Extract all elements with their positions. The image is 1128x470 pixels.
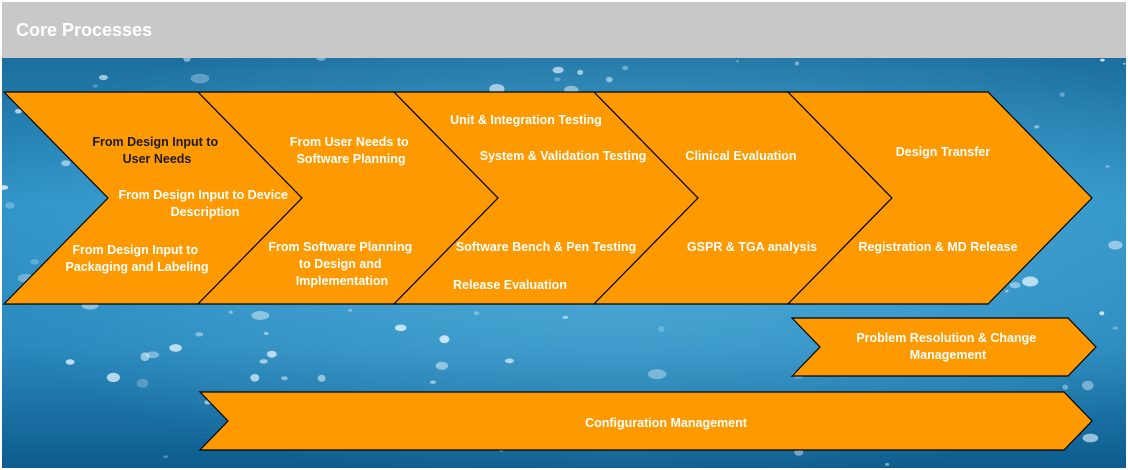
process-diagram: From Design Input to User Needs From Des… — [2, 58, 1126, 468]
label-system-validation-testing: System & Validation Testing — [480, 149, 646, 163]
water-sparkle — [489, 84, 505, 94]
water-sparkle — [316, 58, 326, 61]
water-sparkle — [263, 331, 269, 336]
water-sparkle — [98, 74, 108, 81]
water-sparkle — [1105, 165, 1110, 168]
water-sparkle — [65, 359, 75, 365]
label-gspr-tga-analysis: GSPR & TGA analysis — [687, 240, 817, 254]
label-unit-integration-testing: Unit & Integration Testing — [450, 113, 602, 127]
water-sparkle — [251, 311, 270, 320]
water-sparkle — [622, 65, 629, 71]
water-sparkle — [5, 202, 15, 209]
water-sparkle — [1022, 276, 1039, 287]
water-sparkle — [1100, 58, 1105, 62]
label-design-input-packaging-labeling: From Design Input to Packaging and Label… — [65, 243, 208, 274]
water-sparkle — [794, 61, 800, 66]
label-registration-md-release: Registration & MD Release — [858, 240, 1017, 254]
chevron-stage-5 — [786, 91, 1093, 305]
water-sparkle — [163, 455, 169, 459]
water-sparkle — [736, 60, 739, 63]
label-user-needs-software-planning: From User Needs to Software Planning — [290, 135, 412, 166]
process-diagram-svg: From Design Input to User Needs From Des… — [2, 58, 1126, 468]
water-sparkle — [435, 361, 449, 370]
label-design-transfer: Design Transfer — [896, 145, 991, 159]
water-sparkle — [606, 76, 613, 83]
water-sparkle — [146, 351, 160, 359]
water-sparkle — [647, 369, 667, 379]
water-sparkle — [266, 350, 277, 358]
water-sparkle — [136, 378, 149, 388]
water-sparkle — [430, 380, 436, 384]
water-sparkle — [1009, 282, 1021, 289]
water-sparkle — [1123, 62, 1126, 65]
water-sparkle — [577, 69, 584, 75]
water-sparkle — [885, 462, 890, 466]
water-sparkle — [61, 160, 71, 167]
label-software-planning-design-implementation: From Software Planning to Design and Imp… — [268, 240, 415, 288]
water-sparkle — [190, 73, 210, 84]
water-sparkle — [14, 109, 22, 114]
water-sparkle — [250, 374, 260, 382]
panel-header: Core Processes — [2, 2, 1126, 58]
water-sparkle — [1034, 125, 1040, 129]
water-sparkle — [281, 376, 288, 381]
water-sparkle — [439, 335, 450, 344]
water-sparkle — [504, 358, 514, 364]
water-sparkle — [1059, 92, 1065, 97]
water-sparkle — [473, 311, 480, 316]
main-process-chevrons — [2, 91, 1093, 305]
label-problem-resolution-change-management: Problem Resolution & Change Management — [856, 331, 1039, 362]
water-sparkle — [229, 310, 233, 314]
water-sparkle — [1082, 433, 1099, 443]
water-sparkle — [658, 326, 665, 332]
label-design-input-user-needs: From Design Input to User Needs — [92, 135, 221, 166]
water-sparkle — [317, 374, 326, 382]
label-configuration-management: Configuration Management — [585, 416, 748, 430]
water-sparkle — [562, 315, 569, 319]
label-design-input-device-description: From Design Input to Device Description — [119, 188, 292, 219]
water-sparkle — [552, 66, 564, 74]
water-sparkle — [1099, 311, 1105, 316]
water-sparkle — [169, 344, 182, 352]
chevron-configuration-management — [198, 391, 1093, 451]
chevron-problem-resolution — [790, 317, 1097, 377]
water-sparkle — [2, 185, 9, 190]
water-sparkle — [195, 332, 204, 337]
label-software-bench-pen-testing: Software Bench & Pen Testing — [456, 240, 636, 254]
water-sparkle — [1062, 384, 1069, 390]
water-sparkle — [348, 309, 353, 312]
water-sparkle — [183, 58, 191, 62]
label-release-evaluation: Release Evaluation — [453, 278, 567, 292]
water-sparkle — [1082, 380, 1094, 391]
panel-title: Core Processes — [16, 20, 153, 40]
water-sparkle — [92, 84, 98, 88]
water-sparkle — [1112, 326, 1119, 330]
water-sparkle — [1005, 289, 1009, 293]
water-sparkle — [30, 259, 39, 265]
water-sparkle — [394, 324, 407, 332]
label-clinical-evaluation: Clinical Evaluation — [685, 149, 796, 163]
water-sparkle — [106, 372, 120, 383]
water-sparkle — [140, 352, 150, 362]
water-sparkle — [259, 359, 268, 364]
water-sparkle — [554, 77, 561, 82]
water-sparkle — [1108, 240, 1123, 250]
